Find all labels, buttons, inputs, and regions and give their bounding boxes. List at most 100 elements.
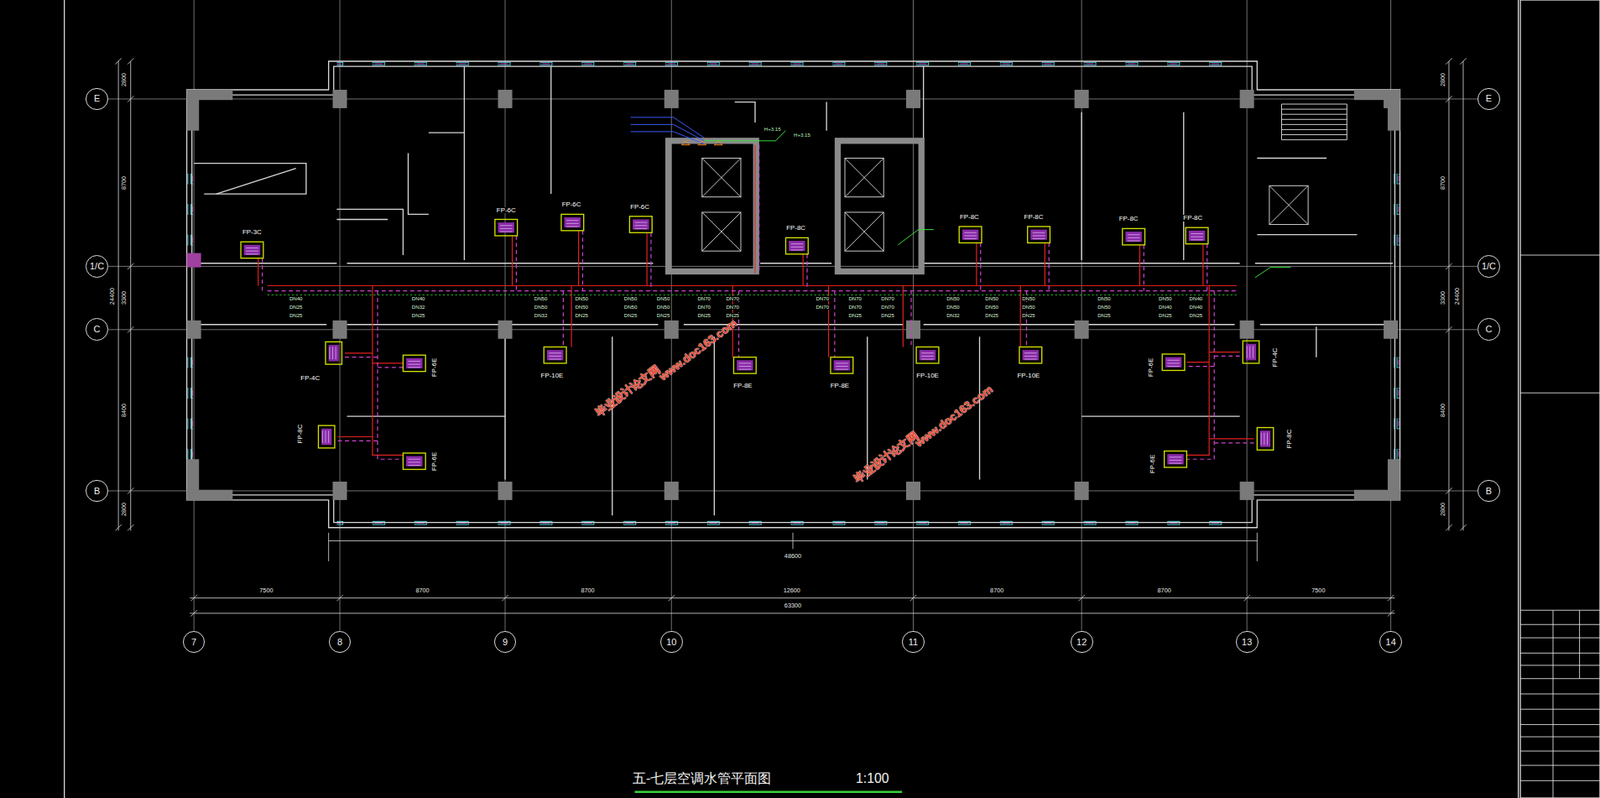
riser-lines (630, 117, 705, 145)
building-wall (216, 102, 827, 194)
building-wall (192, 66, 1396, 523)
elevator-core (702, 157, 741, 197)
elevator-core (844, 212, 884, 251)
axis-label: 13 (1241, 637, 1252, 647)
elevator-core (702, 104, 1348, 251)
riser-lines (1255, 267, 1292, 278)
dimension-text: 8700 (414, 588, 430, 595)
pipe-size: DN70 (696, 296, 712, 302)
pipe-size: DN32 (945, 312, 961, 318)
elevation-note: H+3.15 (763, 126, 782, 132)
pipe-size: DN70 (724, 296, 741, 302)
axis-bubble: 8 (328, 630, 352, 654)
window-marks (336, 61, 1250, 67)
fan-coil-tag: FP-8C (297, 422, 304, 444)
pipe-size: DN70 (814, 304, 830, 310)
axis-label: 7 (191, 637, 197, 647)
pipe-size: DN40 (1188, 304, 1204, 310)
structural-column (1074, 320, 1090, 339)
fan-coil-unit (495, 218, 518, 235)
dimension-line (328, 532, 1258, 562)
building-wall (187, 61, 1401, 528)
dimension-text: 8700 (989, 588, 1005, 595)
pipe-size: DN25 (1096, 312, 1112, 318)
structural-column (187, 89, 1401, 501)
sheet-frame (1520, 255, 1600, 798)
axis-label: 11 (908, 637, 918, 647)
pipe-size: DN50 (1021, 304, 1037, 310)
dimension-text: 8700 (579, 588, 595, 595)
pipe-size: DN50 (984, 296, 1000, 302)
pipe-size: DN25 (1021, 312, 1037, 318)
water-pipe (267, 294, 1237, 296)
structural-column (1240, 89, 1255, 109)
riser-lines (630, 117, 1292, 278)
elevation-note: H+3.15 (792, 131, 812, 137)
pipe-size: DN25 (880, 312, 896, 318)
fan-coil-unit (402, 453, 426, 470)
scale-text: 1:100 (854, 771, 891, 786)
dimension-line (114, 57, 1466, 616)
fan-coil-unit (1256, 427, 1273, 451)
pipe-size: DN25 (623, 312, 639, 318)
sheet-frame (1517, 0, 1519, 798)
building-wall (463, 66, 1184, 261)
fan-coil-unit (1122, 228, 1146, 245)
structural-column (906, 89, 921, 109)
fan-coil-unit (629, 216, 652, 233)
fan-coil-tag: FP-4C (299, 375, 321, 382)
dimension-text: 8400 (1439, 402, 1446, 418)
axis-label: B (93, 486, 100, 496)
pipe-size: DN32 (411, 304, 427, 310)
water-pipe (262, 230, 1255, 459)
pipe-size: DN70 (814, 296, 830, 302)
fan-coil-tag: FP-6C (629, 203, 651, 211)
fan-coil-unit (402, 354, 426, 371)
fan-coil-tag: FP-6E (431, 357, 438, 378)
fan-coil-unit (830, 357, 854, 374)
structural-column (1383, 320, 1398, 339)
pipe-size: DN50 (533, 304, 549, 310)
pipe-size: DN70 (880, 304, 896, 310)
axis-bubble: 9 (494, 630, 517, 654)
axis-bubble: 11 (901, 630, 925, 654)
structural-column (906, 481, 921, 501)
pipe-size: DN32 (533, 312, 549, 318)
structural-column (664, 320, 679, 339)
pipe-size: DN50 (656, 296, 672, 302)
building-wall (193, 262, 1393, 264)
pipe-size: DN40 (1157, 304, 1173, 310)
dimension-line (114, 57, 134, 531)
fan-coil-unit (543, 346, 567, 363)
axis-bubble: 1/C (85, 255, 109, 278)
structural-column (498, 89, 513, 109)
dimension-line (1445, 57, 1466, 531)
fan-coil-tag: FP-10E (1016, 372, 1042, 380)
water-pipe (258, 230, 1255, 456)
structural-column (664, 89, 679, 109)
fan-coil-unit (317, 425, 334, 449)
fan-coil-unit (1185, 227, 1209, 244)
pipe-size: DN25 (288, 312, 304, 318)
fan-coil-tag: FP-4C (1271, 346, 1279, 368)
fan-coil-tag: FP-8C (958, 213, 980, 221)
structural-column (498, 320, 513, 339)
riser-lines (681, 140, 723, 146)
pipe-size: DN40 (411, 296, 427, 302)
building-wall (187, 61, 1401, 528)
fan-coil-unit (1019, 346, 1043, 363)
structural-column (1354, 89, 1401, 100)
structural-column (333, 89, 348, 109)
building-wall (193, 132, 1357, 358)
structural-column (187, 320, 202, 339)
fan-coil-tag: FP-8C (1286, 428, 1293, 450)
fan-coil-tag: FP-6C (561, 202, 583, 209)
structural-column (664, 481, 679, 501)
axis-bubble: E (1477, 88, 1501, 111)
fan-coil-tag: FP-8E (732, 382, 753, 390)
pipe-size: DN25 (696, 312, 712, 318)
pipe-size: DN25 (984, 312, 1000, 318)
dimension-text: 8700 (121, 175, 128, 191)
dimension-text: 2800 (121, 501, 128, 517)
